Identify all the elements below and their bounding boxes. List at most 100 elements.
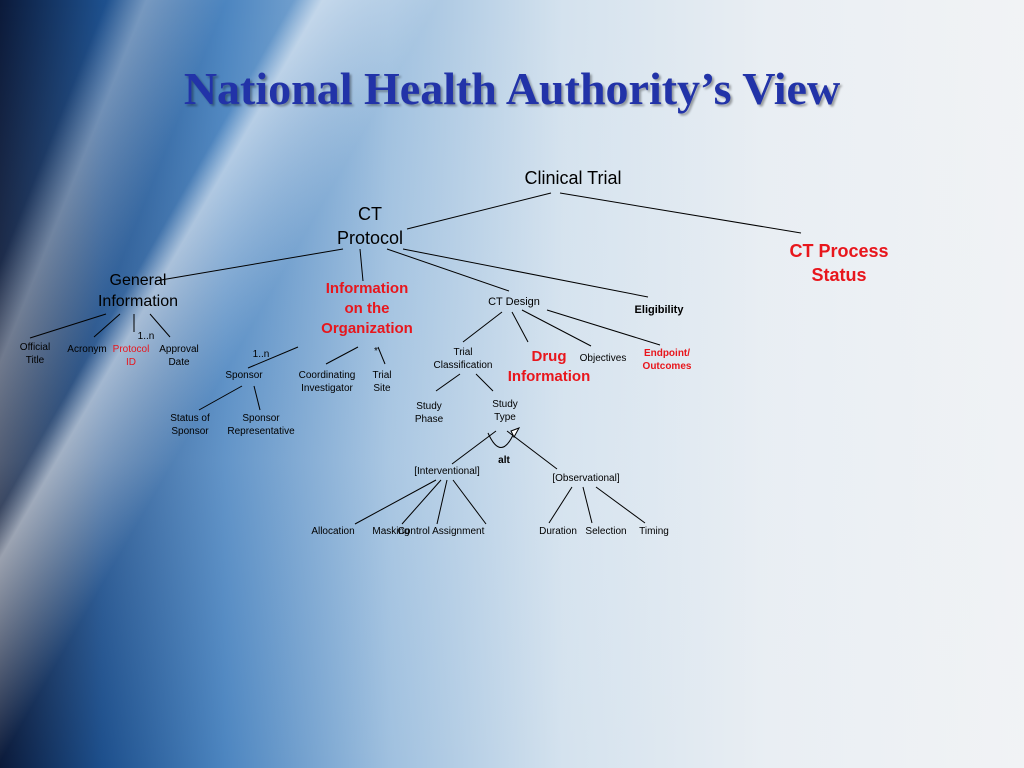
node-general-information-line-1: General <box>109 272 167 289</box>
edge-study-type-interventional <box>451 430 497 465</box>
node-information-org-line-3: Organization <box>321 320 413 337</box>
label-alt: alt <box>498 455 510 466</box>
node-ct-protocol: CT Protocol <box>337 202 403 250</box>
node-endpoint-outcomes: Endpoint/ Outcomes <box>643 347 692 373</box>
node-sponsor-representative: Sponsor Representative <box>227 412 294 438</box>
edge-ct-protocol-ct-design <box>386 248 510 292</box>
node-approval-date: Approval Date <box>159 343 198 369</box>
node-ct-process-status-line-1: CT Process <box>789 241 889 261</box>
node-trial-classification-line-2: Classification <box>433 360 493 371</box>
node-information-org-line-2: on the <box>344 300 390 317</box>
node-control: Control Assignment <box>397 526 485 537</box>
edge-general-acronym <box>93 313 121 338</box>
node-clinical-trial: Clinical Trial <box>524 168 622 188</box>
edge-general-official-title <box>29 313 107 339</box>
node-general-information-line-2: Information <box>97 293 179 310</box>
node-status-of-sponsor-line-2: Sponsor <box>171 426 209 437</box>
edge-sponsor-representative <box>253 385 261 411</box>
edge-org-sponsor <box>247 346 299 369</box>
edge-study-type-observational <box>506 430 558 470</box>
node-coordinating-investigator-line-1: Coordinating <box>298 370 356 381</box>
edge-observational-duration <box>548 486 573 524</box>
node-approval-date-line-1: Approval <box>159 344 199 355</box>
edge-observational-timing <box>595 486 646 524</box>
node-sponsor-representative-line-1: Sponsor <box>242 413 280 424</box>
edge-ct-design-trial-classification <box>462 311 503 343</box>
alt-arc <box>487 432 515 448</box>
edge-interventional-assignment <box>452 479 487 525</box>
edge-ct-protocol-information-org <box>359 248 364 282</box>
node-official-title: Official Title <box>20 341 50 367</box>
edge-interventional-masking <box>401 479 442 525</box>
node-observational: [Observational] <box>552 473 620 484</box>
slide-title: National Health Authority’s View <box>183 63 841 114</box>
node-protocol-id: Protocol ID <box>113 343 150 369</box>
node-information-on-organization: Information on the Organization <box>321 279 413 339</box>
node-drug-information-line-1: Drug <box>531 348 567 365</box>
node-status-of-sponsor: Status of Sponsor <box>170 412 209 438</box>
node-coordinating-investigator: Coordinating Investigator <box>299 369 356 395</box>
edge-ct-design-objectives <box>521 309 592 347</box>
edge-sponsor-status <box>198 385 243 411</box>
node-study-type-line-2: Type <box>494 412 516 423</box>
node-information-org-line-1: Information <box>325 280 409 297</box>
edge-general-approval-date <box>149 313 171 338</box>
node-official-title-line-2: Title <box>25 355 45 366</box>
node-protocol-id-line-2: ID <box>126 357 136 368</box>
node-status-of-sponsor-line-1: Status of <box>170 413 210 424</box>
node-duration: Duration <box>539 526 577 537</box>
node-drug-information: Drug Information <box>508 347 591 387</box>
node-ct-process-status: CT Process Status <box>789 239 888 287</box>
edge-observational-selection <box>582 486 593 524</box>
node-allocation: Allocation <box>311 526 355 537</box>
node-objectives: Objectives <box>579 353 627 364</box>
multiplicity-trial-site-star: * <box>374 346 378 357</box>
node-sponsor: Sponsor <box>225 370 263 381</box>
edge-clinical-trial-process-status <box>559 192 802 234</box>
node-endpoint-outcomes-line-1: Endpoint/ <box>643 348 691 359</box>
node-approval-date-line-2: Date <box>168 357 190 368</box>
node-study-phase: Study Phase <box>415 400 443 426</box>
node-trial-site: Trial Site <box>372 369 391 395</box>
node-official-title-line-1: Official <box>19 342 51 353</box>
node-trial-site-line-2: Site <box>373 383 391 394</box>
node-interventional: [Interventional] <box>414 466 480 477</box>
edge-classification-study-type <box>475 373 494 392</box>
alt-arrowhead <box>510 427 521 439</box>
node-eligibility: Eligibility <box>634 304 684 316</box>
edge-ct-design-drug-info <box>511 311 529 343</box>
node-drug-information-line-2: Information <box>507 368 591 385</box>
edge-ct-design-endpoint <box>546 309 661 346</box>
edge-classification-study-phase <box>435 373 461 392</box>
node-ct-process-status-line-2: Status <box>811 265 867 285</box>
node-acronym: Acronym <box>67 344 107 355</box>
node-ct-design: CT Design <box>488 296 540 308</box>
edge-clinical-trial-ct-protocol <box>406 192 552 230</box>
node-masking: Masking <box>372 526 410 537</box>
node-study-phase-line-1: Study <box>416 401 442 412</box>
node-coordinating-investigator-line-2: Investigator <box>301 383 353 394</box>
node-protocol-id-line-1: Protocol <box>112 344 150 355</box>
node-general-information: General Information <box>98 270 178 312</box>
node-timing: Timing <box>639 526 669 537</box>
node-sponsor-representative-line-2: Representative <box>227 426 295 437</box>
node-trial-site-line-1: Trial <box>372 370 392 381</box>
edge-org-coordinating-investigator <box>325 346 359 365</box>
node-trial-classification-line-1: Trial <box>453 347 473 358</box>
edge-org-trial-site <box>377 346 386 365</box>
node-study-type: Study Type <box>492 398 518 424</box>
edge-interventional-control <box>436 479 448 525</box>
edge-ct-protocol-eligibility <box>402 248 649 298</box>
multiplicity-general-1n: 1..n <box>137 331 155 342</box>
node-endpoint-outcomes-line-2: Outcomes <box>642 361 692 372</box>
edge-interventional-allocation <box>354 479 437 525</box>
node-study-type-line-1: Study <box>492 399 518 410</box>
node-study-phase-line-2: Phase <box>414 414 444 425</box>
node-ct-protocol-line-1: CT <box>357 204 382 224</box>
node-ct-protocol-line-2: Protocol <box>336 228 404 248</box>
multiplicity-sponsor-1n: 1..n <box>252 349 270 360</box>
edge-ct-protocol-general-info <box>154 248 344 282</box>
